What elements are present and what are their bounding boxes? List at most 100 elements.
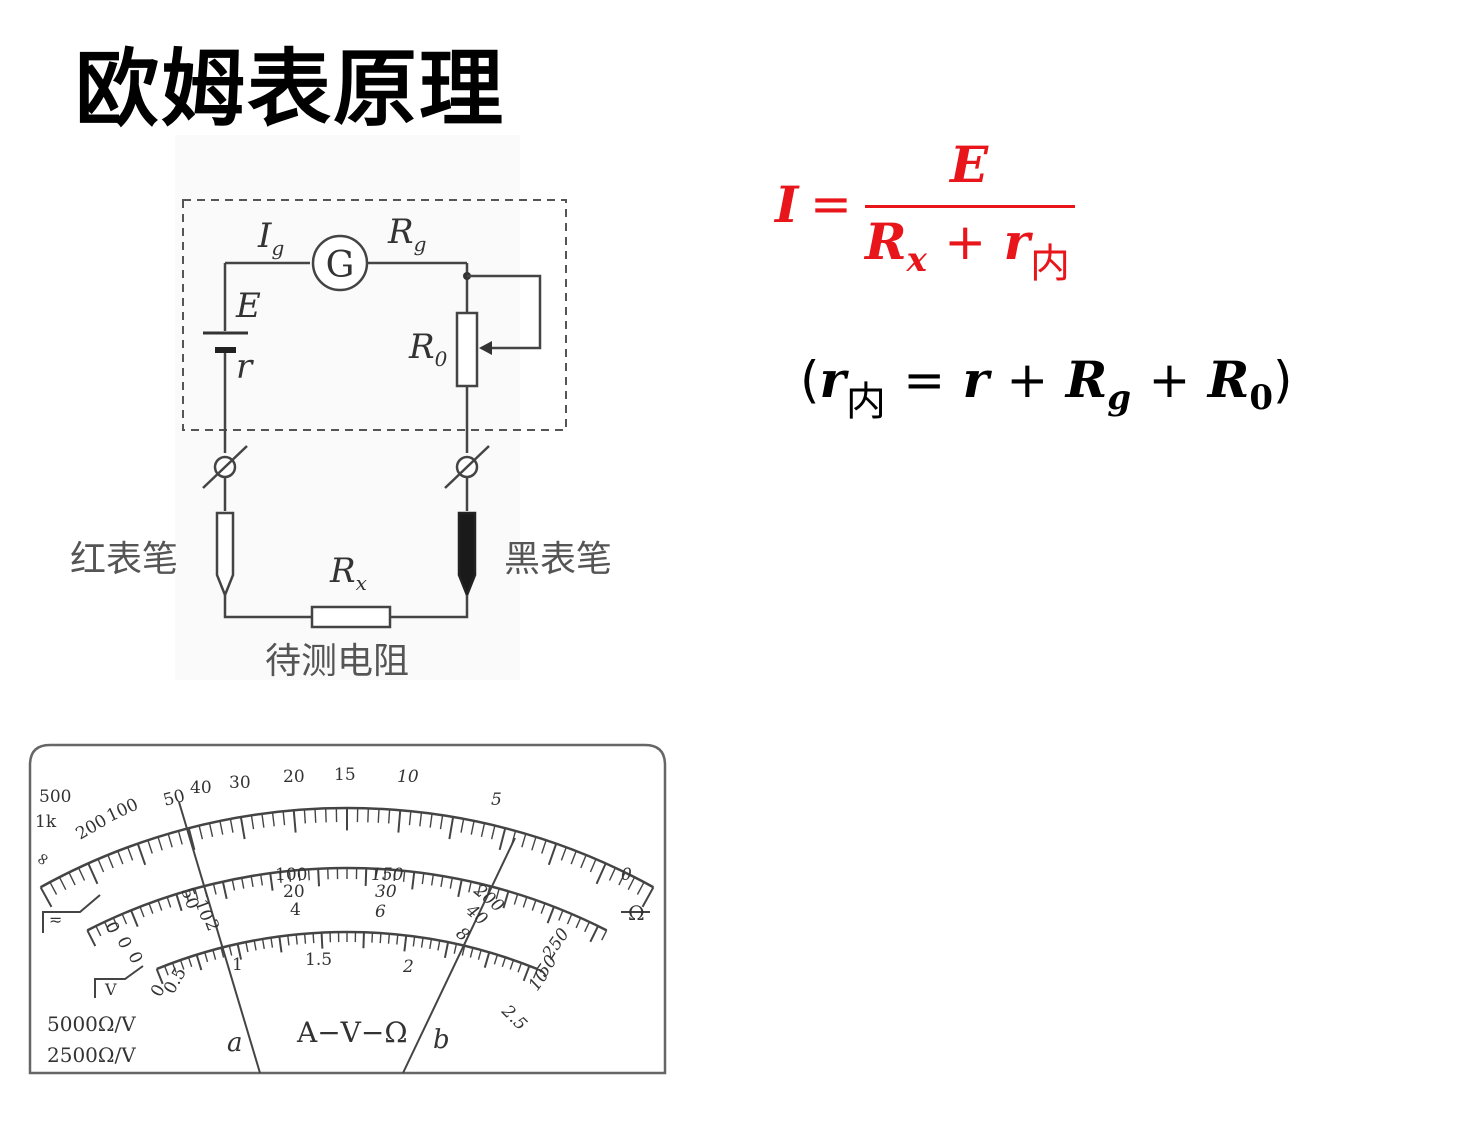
scale-tick [250,875,254,888]
scale-tick [608,867,617,881]
scale-tick [498,827,507,851]
scale-tick [449,877,453,889]
formula-numerator: E [950,135,989,194]
needle-position-a [178,801,261,1074]
scale-tick [136,843,147,866]
den-r-internal: r [1003,212,1030,271]
scale-tick [430,874,435,886]
scale-tick [362,932,365,949]
scale-tick [412,936,416,947]
scale-tick [558,910,564,921]
scale-tick [259,874,264,886]
scale-tick [396,934,399,945]
v-label-20: 20 [283,882,305,902]
scale-tick [261,813,265,828]
scale-tick [589,858,597,873]
scale-tick [239,816,246,840]
scale-tick [157,899,163,911]
label-r0: R0 [408,327,448,371]
scale-tick [364,868,368,886]
scale-tick [513,893,519,905]
scale-tick [295,934,298,945]
red-probe [215,511,235,599]
scale-tick [477,949,482,960]
scale-step-left-1 [42,894,101,933]
galvanometer-label: G [326,245,355,286]
r-symbol: r [819,350,846,409]
scale-tick [560,847,567,861]
fraction-bar [865,205,1075,208]
scale-tick [437,940,441,951]
formula-lhs: I [775,175,799,234]
paren-close: ) [1273,351,1293,409]
plus: + [1148,351,1191,409]
ac-symbol: ≂ [49,910,62,929]
scale-tick [429,813,433,828]
scale-tick [502,890,510,909]
scale-tick [320,932,324,949]
scale-tick [107,854,114,869]
g-subscript: g [1107,378,1132,418]
scale-tick [39,886,53,908]
ohm-symbol: Ω [628,901,645,925]
black-probe [457,511,477,599]
scale-tick [470,820,475,835]
scale-tick [522,896,528,908]
scale-tick [312,933,315,944]
internal-resistance-formula: (r内 = r + Rg + R0) [800,350,1293,425]
scale-tick [377,808,380,823]
scale-tick [490,825,496,840]
scale-tick [303,809,307,824]
scale-tick [541,839,547,854]
scale-tick [580,854,587,869]
scale-tick [448,816,455,840]
wire [223,595,312,619]
den-r-symbol: R [865,212,907,271]
scale-tick [121,913,128,925]
scale-tick [139,906,145,918]
scale-tick [292,810,297,833]
scale-tick [187,827,196,851]
scale-tick [253,940,257,951]
scale-tick [477,883,482,895]
scale-tick [468,881,472,893]
scale-tick [371,932,374,943]
ohm-label-20: 20 [283,767,305,787]
scale-tick [397,810,402,833]
galvanometer [311,234,369,292]
scale-tick [307,869,310,881]
v-symbol: V [104,980,117,999]
scale-tick [261,938,265,950]
a-label-1: 1 [232,955,243,975]
label-ig: Ig [257,216,284,260]
scale-tick [493,954,499,965]
scale-tick [212,883,217,895]
scale-tick [531,836,537,851]
scale-tick [250,815,255,830]
meter-enclosure [182,199,567,431]
scale-tick [269,873,274,891]
formula-equals: = [810,175,852,233]
scale-tick [177,830,183,845]
rheostat-arrow [479,341,492,355]
scale-tick [575,917,582,929]
v-label-150: 150 [371,865,404,885]
scale-tick [228,945,233,956]
scale-tick [393,869,396,882]
scale-tick [469,947,474,958]
label-rg: Rg [387,212,426,256]
scale-tick [288,870,292,882]
v-label-6: 6 [375,902,386,922]
ohm-label-1k: 1k [35,812,57,832]
scale-tick [453,943,458,954]
den-x-subscript: x [906,240,927,280]
rheostat-r0 [455,311,479,388]
scale-tick [440,875,444,888]
wire [390,595,469,619]
sensitivity-5000: 5000Ω/V [47,1012,136,1036]
scale-tick [127,847,134,861]
scale-tick [220,947,225,958]
scale-tick [298,869,301,882]
scale-tick [402,870,406,882]
scale-tick [495,888,500,900]
